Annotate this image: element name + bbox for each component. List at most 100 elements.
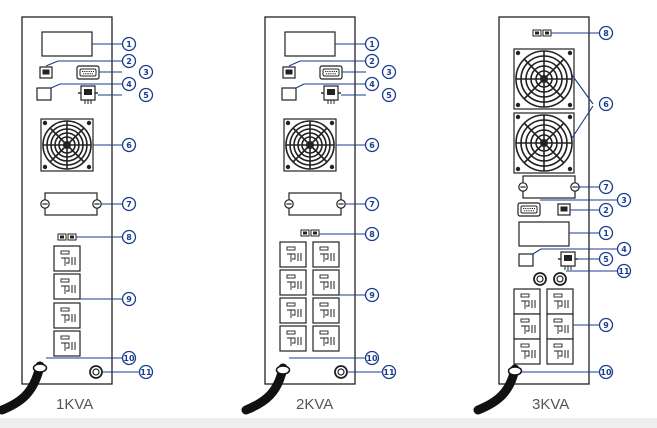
panel-1kva-power-cable (0, 361, 45, 415)
callout-number: 3 (143, 68, 149, 77)
panel-2kva-outlet (279, 241, 307, 268)
callout-number: 11 (383, 368, 395, 377)
panel-2kva-usb-port (282, 66, 296, 79)
panel-3kva-usb-port (557, 203, 571, 216)
panel-2kva-outlet (279, 269, 307, 296)
panel-1kva-serial-port (76, 65, 100, 80)
callout-number: 3 (386, 68, 392, 77)
panel-2kva: 2KVA (241, 16, 384, 415)
callout-number: 7 (603, 183, 609, 192)
callout-7: 7 (364, 196, 380, 212)
panel-2kva-outlet (312, 325, 340, 352)
panel-1kva-outlet (53, 273, 81, 300)
callout-number: 9 (126, 295, 132, 304)
callout-9: 9 (121, 291, 137, 307)
panel-1kva-battery-cover (40, 192, 102, 216)
callout-number: 11 (140, 368, 152, 377)
callout-number: 11 (618, 267, 630, 276)
callout-6: 6 (598, 96, 614, 112)
callout-4: 4 (121, 76, 137, 92)
callout-number: 7 (369, 200, 375, 209)
panel-3kva-epo-port (518, 253, 534, 267)
callout-number: 6 (603, 100, 609, 109)
panel-3kva-outlet (546, 288, 574, 315)
panel-1kva-fan (40, 118, 94, 172)
callout-5: 5 (381, 87, 397, 103)
callout-number: 2 (603, 206, 609, 215)
panel-1kva-ground-terminal (89, 365, 103, 379)
callout-2: 2 (364, 53, 380, 69)
bottom-strip (0, 418, 657, 428)
callout-number: 6 (126, 141, 132, 150)
panel-1kva-outlet (53, 245, 81, 272)
panel-1kva-label: 1KVA (56, 396, 93, 413)
callout-1: 1 (598, 225, 614, 241)
panel-3kva-outlet (513, 288, 541, 315)
callout-4: 4 (616, 241, 632, 257)
callout-9: 9 (364, 287, 380, 303)
callout-number: 9 (369, 291, 375, 300)
callout-number: 4 (126, 80, 132, 89)
panel-2kva-label: 2KVA (296, 396, 333, 413)
panel-1kva-outlet (53, 330, 81, 357)
callout-7: 7 (598, 179, 614, 195)
panel-1kva: 1KVA (0, 16, 139, 415)
panel-3kva-outlet (513, 313, 541, 340)
panel-3kva-fan-upper (513, 48, 575, 110)
callout-10: 10 (364, 350, 380, 366)
callout-number: 1 (603, 229, 609, 238)
callout-8: 8 (598, 25, 614, 41)
callout-number: 9 (603, 321, 609, 330)
callout-number: 8 (126, 233, 132, 242)
panel-2kva-outlet (312, 241, 340, 268)
callout-11: 11 (381, 364, 397, 380)
callout-3: 3 (138, 64, 154, 80)
panel-2kva-outlet (312, 269, 340, 296)
callout-number: 8 (369, 230, 375, 239)
panel-1kva-outlet (53, 302, 81, 329)
panel-2kva-battery-cover (284, 192, 346, 216)
callout-4: 4 (364, 76, 380, 92)
panel-2kva-fan (283, 118, 337, 172)
callout-number: 1 (369, 40, 375, 49)
callout-number: 5 (143, 91, 149, 100)
callout-5: 5 (598, 251, 614, 267)
callout-11: 11 (138, 364, 154, 380)
panel-3kva-fan-lower (513, 112, 575, 174)
callout-number: 2 (369, 57, 375, 66)
callout-number: 10 (366, 354, 378, 363)
panel-3kva-battery-cover (518, 175, 580, 199)
callout-number: 8 (603, 29, 609, 38)
callout-number: 10 (600, 368, 612, 377)
callout-number: 7 (126, 200, 132, 209)
callout-number: 4 (621, 245, 627, 254)
panel-3kva-ground-terminal-right (553, 272, 567, 286)
panel-2kva-epo-port (281, 87, 297, 101)
panel-3kva-label: 3KVA (532, 396, 569, 413)
callout-number: 10 (123, 354, 135, 363)
panel-2kva-display-window (284, 31, 336, 57)
callout-number: 5 (386, 91, 392, 100)
callout-6: 6 (364, 137, 380, 153)
callout-10: 10 (598, 364, 614, 380)
callout-number: 2 (126, 57, 132, 66)
callout-8: 8 (364, 226, 380, 242)
callout-1: 1 (121, 36, 137, 52)
panel-1kva-display-window (41, 31, 93, 57)
panel-3kva-outlet (546, 313, 574, 340)
panel-2kva-ground-terminal (334, 365, 348, 379)
callout-5: 5 (138, 87, 154, 103)
panel-2kva-outlet (312, 297, 340, 324)
panel-2kva-serial-port (319, 65, 343, 80)
panel-3kva-serial-port (517, 202, 541, 217)
callout-1: 1 (364, 36, 380, 52)
panel-1kva-usb-port (39, 66, 53, 79)
panel-3kva: 3KVA (473, 16, 618, 415)
callout-number: 1 (126, 40, 132, 49)
callout-2: 2 (598, 202, 614, 218)
callout-3: 3 (381, 64, 397, 80)
panel-2kva-outlet (279, 297, 307, 324)
callout-11: 11 (616, 263, 632, 279)
callout-6: 6 (121, 137, 137, 153)
